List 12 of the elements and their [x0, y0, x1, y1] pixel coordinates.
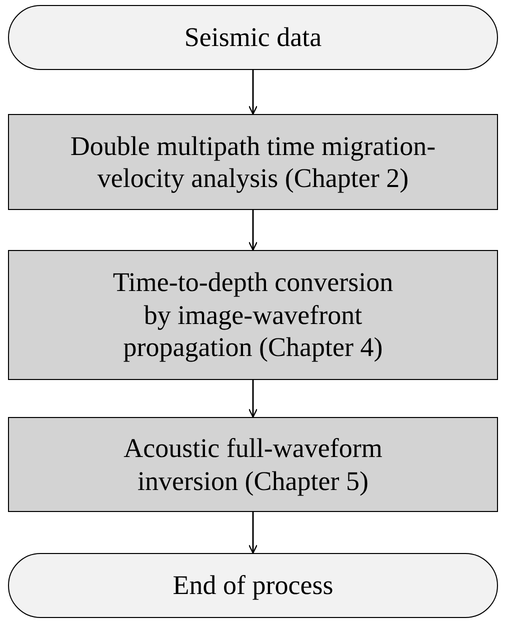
process-box: [8, 250, 498, 380]
arrow: [248, 70, 258, 115]
process-box: [8, 114, 498, 210]
arrow: [248, 512, 258, 554]
node-text: End of process: [172, 569, 334, 602]
process-box: [8, 417, 498, 512]
node-text: Seismic data: [184, 21, 322, 54]
node-text: Acoustic full-waveform inversion (Chapter 5): [122, 432, 384, 497]
node-text: Double multipath time migration-velocity analysis (Chapter 2): [69, 130, 437, 194]
node-text: Time-to-depth conversion by image-wavefront propagation (Chapter 4): [112, 266, 394, 364]
arrow: [248, 210, 258, 251]
arrow: [248, 380, 258, 418]
